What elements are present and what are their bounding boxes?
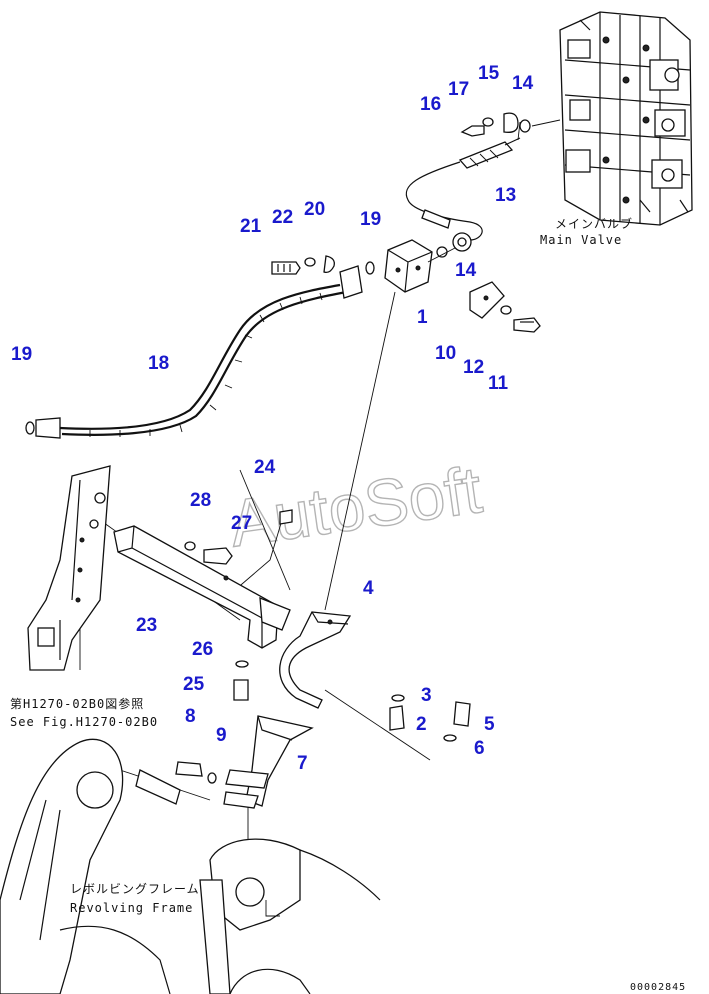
callout-1: 1 <box>417 307 428 328</box>
callout-14-upper: 14 <box>512 73 534 94</box>
callout-26: 26 <box>192 639 213 660</box>
callout-5: 5 <box>484 714 495 735</box>
drawing-number: 00002845 <box>630 982 686 993</box>
callout-4: 4 <box>363 578 374 599</box>
callout-10: 10 <box>435 343 456 364</box>
callout-11: 11 <box>488 373 509 394</box>
fittings-20-22-drawing <box>271 255 335 275</box>
callout-17: 17 <box>448 79 469 100</box>
callout-27: 27 <box>231 513 252 534</box>
callout-18: 18 <box>148 353 169 374</box>
main-valve-label-en: Main Valve <box>540 233 622 247</box>
callout-23: 23 <box>136 615 157 636</box>
plate-10-drawing <box>469 281 541 333</box>
see-fig-label-jp: 第H1270-02B0図参照 <box>10 696 144 711</box>
callout-21: 21 <box>240 216 262 237</box>
callout-14-lower: 14 <box>455 260 477 281</box>
bolts-25-28-drawing <box>184 509 293 701</box>
callout-19-left: 19 <box>11 344 32 365</box>
callout-3: 3 <box>421 685 432 706</box>
callout-28: 28 <box>190 490 211 511</box>
hose-13-drawing <box>405 137 521 258</box>
upper-fittings-drawing <box>460 112 561 141</box>
callout-6: 6 <box>474 738 485 759</box>
callout-15: 15 <box>478 63 500 84</box>
callout-2: 2 <box>416 714 427 735</box>
main-valve-label-jp: メインバルブ <box>555 216 633 231</box>
callout-22: 22 <box>272 207 293 228</box>
callout-7: 7 <box>297 753 308 774</box>
callout-24: 24 <box>254 457 276 478</box>
callout-25: 25 <box>183 674 205 695</box>
callout-13: 13 <box>495 185 516 206</box>
bolts-2-6-drawing <box>389 694 471 742</box>
leader-lines <box>79 291 431 840</box>
callout-9: 9 <box>216 725 227 746</box>
callout-19-right: 19 <box>360 209 381 230</box>
revolving-frame-drawing <box>0 738 381 994</box>
callout-8: 8 <box>185 706 196 727</box>
main-valve-drawing <box>559 11 693 226</box>
side-plate-drawing <box>27 465 111 671</box>
callout-20: 20 <box>304 199 325 220</box>
hose-18-drawing <box>25 261 375 439</box>
bracket-4-drawing <box>279 611 352 709</box>
bracket-23-drawing <box>113 525 291 649</box>
revolving-frame-label-jp: レボルビングフレーム <box>70 882 200 896</box>
see-fig-label-en: See Fig.H1270-02B0 <box>10 715 158 729</box>
block-1-drawing <box>384 239 456 293</box>
callout-16: 16 <box>420 94 441 115</box>
bracket-7-drawing <box>175 715 314 809</box>
callout-12: 12 <box>463 357 484 378</box>
revolving-frame-label-en: Revolving Frame <box>70 901 193 915</box>
